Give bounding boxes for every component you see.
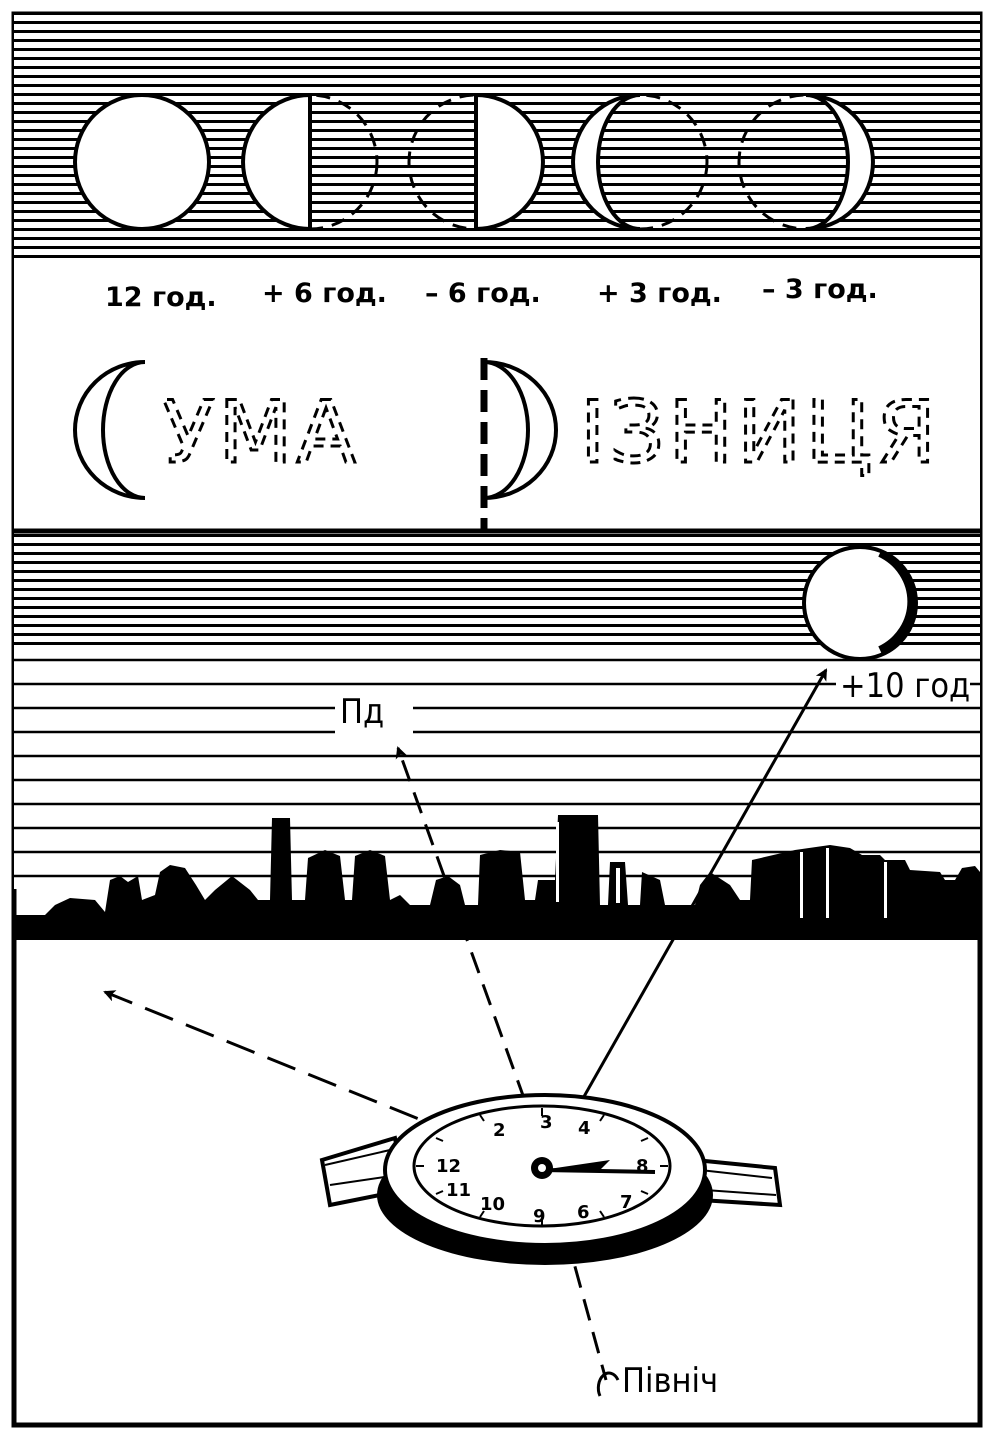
numeral-12: 12 — [436, 1156, 461, 1177]
numeral-7: 7 — [620, 1192, 633, 1213]
arrow-to-moon — [546, 668, 828, 1161]
watch-ticks — [416, 1108, 668, 1226]
phase-label-4: + 3 год. — [597, 278, 722, 309]
sky-moon: +10 год — [802, 545, 970, 706]
phase-label-1: 12 год. — [105, 282, 217, 313]
moon-phase-row — [73, 92, 875, 232]
mnemonic-sum: УМА — [73, 360, 359, 500]
numeral-4: 4 — [578, 1118, 591, 1139]
numeral-3: 3 — [540, 1112, 553, 1133]
moon-phase-minus6 — [407, 92, 545, 232]
moon-phase-minus3 — [737, 93, 875, 231]
hour-hand-direction-line — [103, 990, 541, 1170]
crescent-p-shape — [483, 360, 558, 500]
skyline-details — [556, 822, 887, 922]
phase-label-3: – 6 год. — [425, 278, 541, 309]
numeral-10: 10 — [480, 1194, 505, 1215]
white-label-band — [14, 264, 980, 529]
wristwatch: 12 2 3 4 8 7 6 9 10 11 — [319, 1093, 783, 1265]
phase-label-5: – 3 год. — [762, 274, 878, 305]
numeral-9: 9 — [533, 1206, 546, 1227]
full-moon — [73, 93, 211, 231]
numeral-11: 11 — [446, 1180, 471, 1201]
mnemonic-difference: ІЗНИЦЯ — [480, 358, 940, 575]
south-label: Пд — [340, 692, 384, 732]
moon-phase-plus3 — [571, 93, 709, 231]
watch-numerals: 12 2 3 4 8 7 6 9 10 11 — [436, 1112, 649, 1227]
sum-word: УМА — [162, 383, 359, 483]
watch-minute-hand — [541, 1168, 656, 1174]
sky-moon-label: +10 год — [840, 666, 970, 706]
phase-label-2: + 6 год. — [262, 278, 387, 309]
moon-phase-plus6 — [241, 92, 379, 232]
city-skyline — [14, 815, 980, 940]
north-label: Північ — [622, 1361, 718, 1401]
numeral-6: 6 — [577, 1202, 590, 1223]
crescent-c-shape — [73, 360, 146, 500]
numeral-2: 2 — [493, 1120, 506, 1141]
difference-word: ІЗНИЦЯ — [580, 383, 940, 483]
